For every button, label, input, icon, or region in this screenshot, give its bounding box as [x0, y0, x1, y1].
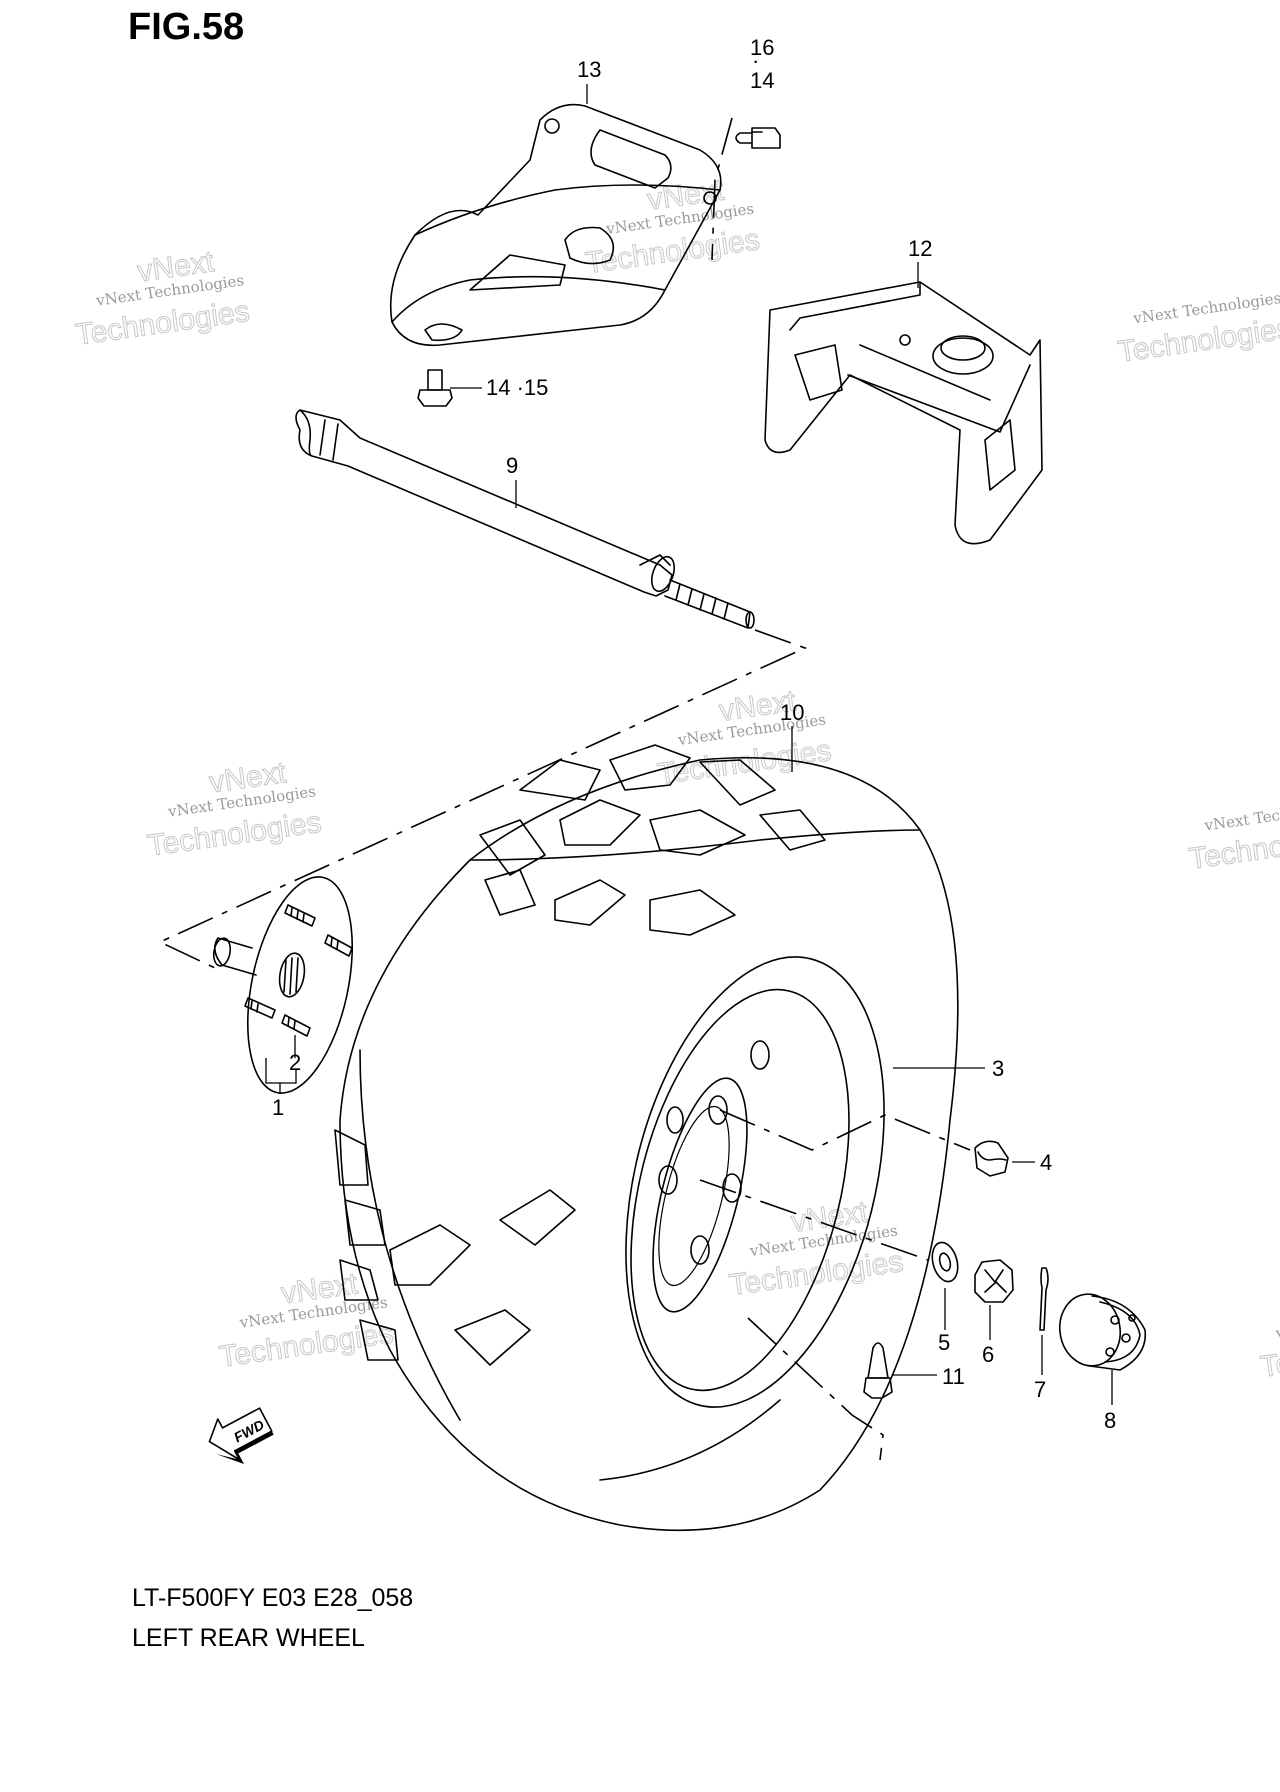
part-8-hub-cap[interactable] [1054, 1289, 1147, 1371]
callout-7: 7 [1034, 1377, 1046, 1402]
part-3-rim[interactable] [583, 930, 927, 1434]
watermark-text: vNext Technologies [1202, 796, 1280, 835]
part-13-guard[interactable] [389, 103, 722, 347]
callout-14-15: 14 ·15 [486, 375, 548, 400]
figure-description: LEFT REAR WHEEL [132, 1624, 365, 1652]
callout-8: 8 [1104, 1408, 1116, 1433]
watermark-edge-group: vNext Technologies Technologies vNext Te… [1115, 289, 1280, 1384]
watermark-group: vNext Technologies Technologies vNext vN… [73, 173, 906, 1374]
bolt-14-16[interactable] [735, 127, 781, 149]
model-code: LT-F500FY E03 E28_058 [132, 1584, 414, 1612]
part-5-washer[interactable] [928, 1240, 962, 1285]
part-7-cotter-pin[interactable] [1039, 1267, 1049, 1331]
fwd-arrow-icon: FWD [208, 1407, 274, 1465]
part-1-hub[interactable] [212, 867, 370, 1102]
callout-6: 6 [982, 1342, 994, 1367]
callout-11: 11 [942, 1364, 965, 1389]
part-12-bracket[interactable] [764, 281, 1043, 545]
callout-12: 12 [908, 236, 932, 261]
callout-2: 2 [289, 1050, 301, 1075]
figure-title: FIG.58 [128, 6, 245, 48]
callout-16: 16 [750, 35, 774, 60]
part-4-nut[interactable] [974, 1140, 1009, 1177]
callout-4: 4 [1040, 1150, 1052, 1175]
callout-10: 10 [780, 700, 804, 725]
part-10-tire[interactable] [334, 744, 959, 1532]
bolt-14-15[interactable] [417, 369, 453, 407]
callout-13: 13 [577, 57, 601, 82]
part-11-valve[interactable] [863, 1342, 893, 1399]
part-2-studs[interactable] [244, 904, 353, 1037]
callout-3: 3 [992, 1056, 1004, 1081]
callout-5: 5 [938, 1330, 950, 1355]
part-9-axle[interactable] [295, 409, 755, 629]
part-6-castle-nut[interactable] [974, 1259, 1014, 1303]
callout-dot: · [752, 48, 759, 73]
callout-1: 1 [272, 1095, 284, 1120]
watermark-text: vNext Technologies [1274, 1304, 1280, 1343]
callout-9: 9 [506, 453, 518, 478]
callout-14-top: 14 [750, 68, 774, 93]
